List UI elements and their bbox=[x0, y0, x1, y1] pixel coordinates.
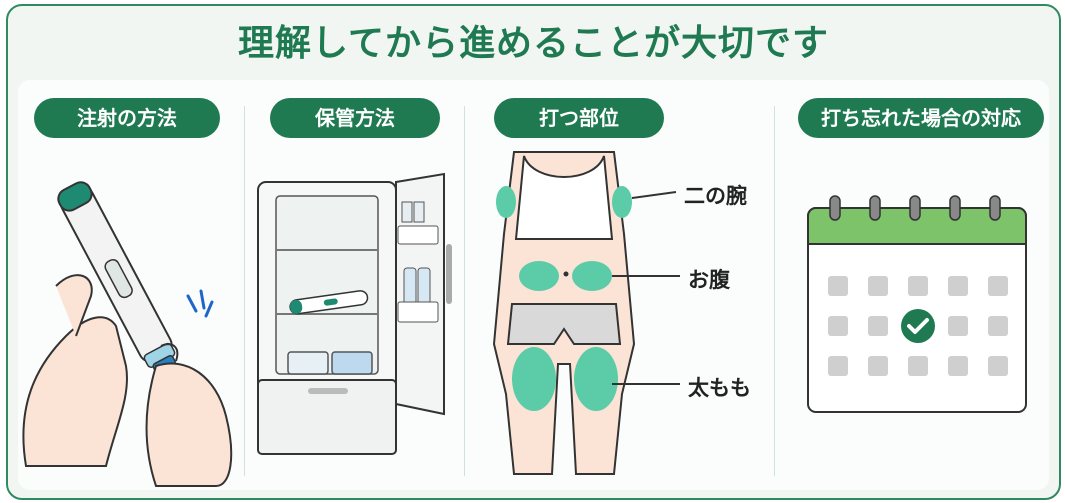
page-title: 理解してから進めることが大切です bbox=[238, 23, 829, 64]
section-heading-injection: 注射の方法 bbox=[34, 98, 220, 138]
infographic-frame: 理解してから進めることが大切です 注射の方法 保管方法 bbox=[6, 4, 1061, 500]
section-heading-sites: 打つ部位 bbox=[494, 98, 664, 138]
site-label-abdomen: お腹 bbox=[688, 268, 730, 292]
divider bbox=[464, 106, 465, 476]
site-label-thigh: 太もも bbox=[688, 376, 751, 400]
refrigerator-icon bbox=[257, 172, 452, 455]
body-sites-icon bbox=[492, 151, 636, 475]
site-label-upper-arm: 二の腕 bbox=[684, 184, 747, 208]
section-heading-storage: 保管方法 bbox=[270, 98, 440, 138]
calendar-check-icon bbox=[807, 195, 1027, 413]
divider bbox=[774, 106, 775, 476]
divider bbox=[244, 106, 245, 476]
injection-pen-icon bbox=[22, 181, 233, 487]
section-heading-missed-dose: 打ち忘れた場合の対応 bbox=[798, 98, 1044, 138]
leader-lines bbox=[612, 191, 680, 385]
